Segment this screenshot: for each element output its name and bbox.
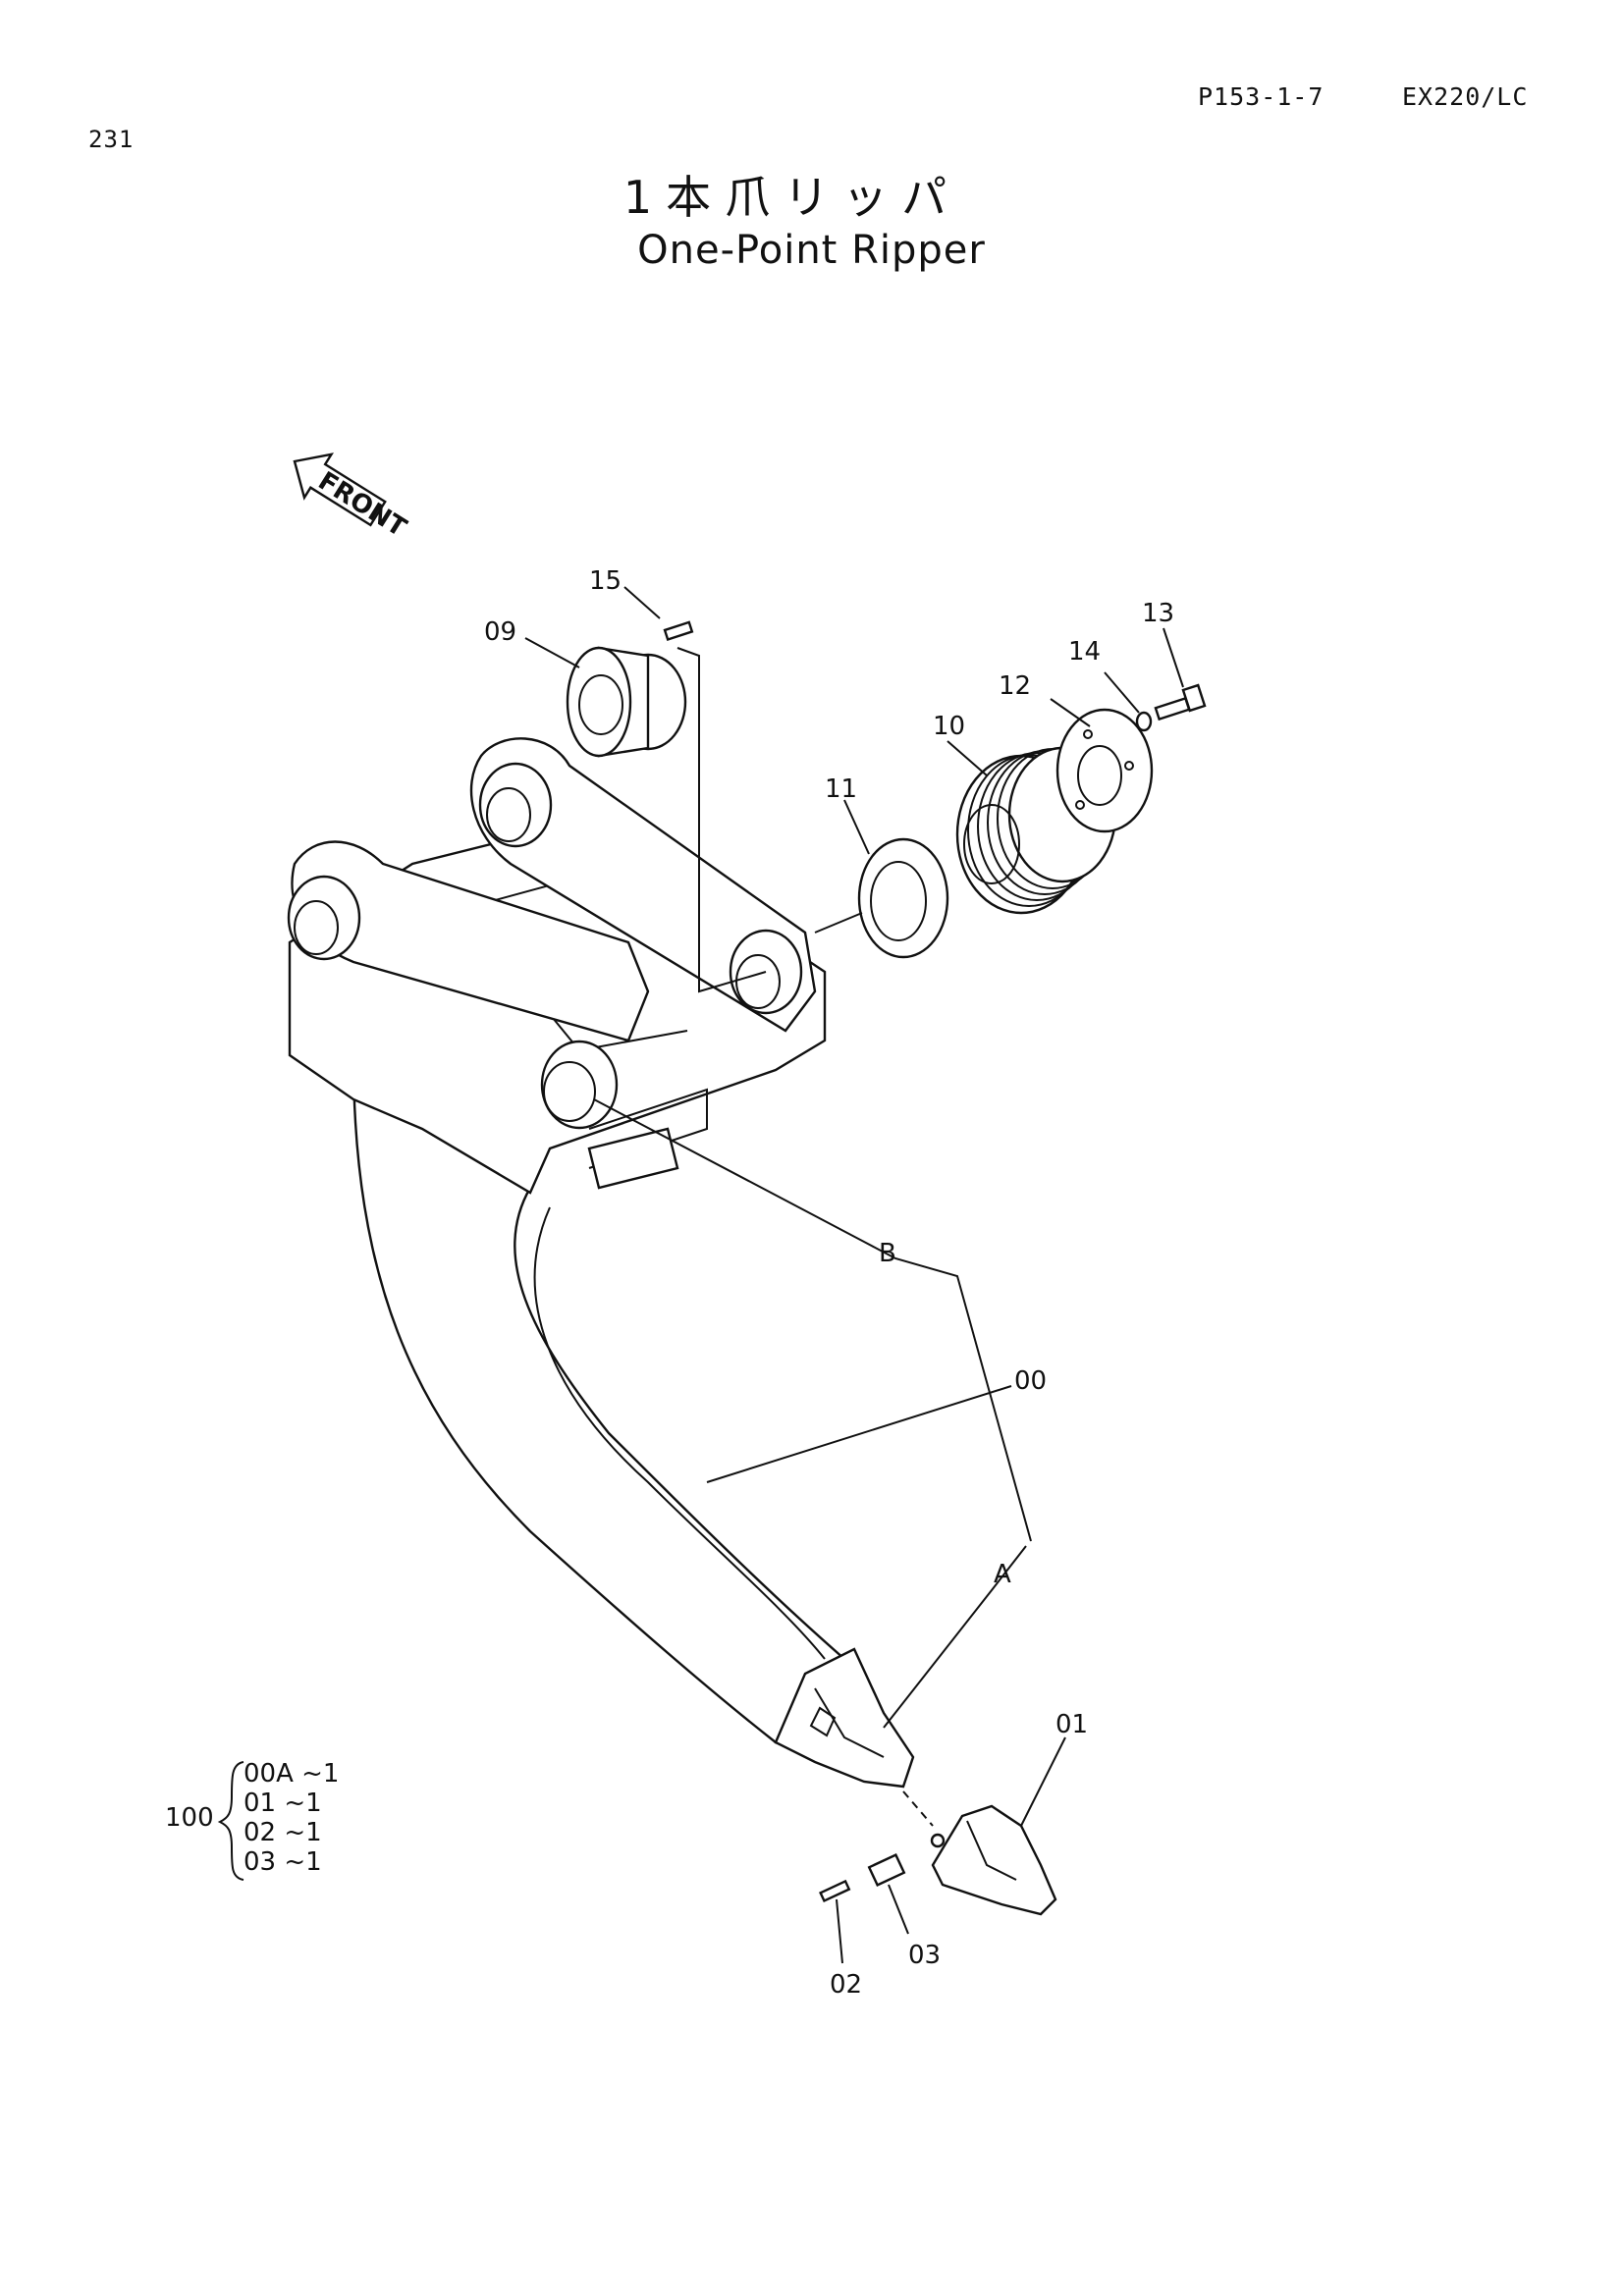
callout-11: 11 <box>825 774 857 804</box>
callout-15: 15 <box>589 566 622 596</box>
pin-part-02 <box>819 1879 851 1903</box>
kit-item-2: 01 ~1 <box>243 1789 322 1818</box>
ripper-bracket <box>287 737 827 1195</box>
lock-part-03 <box>867 1853 906 1887</box>
bushing-part-09 <box>566 646 687 758</box>
title-japanese: 1本爪リッパ <box>622 171 961 224</box>
callout-01: 01 <box>1055 1710 1088 1739</box>
callout-10: 10 <box>933 712 965 741</box>
bolt-part-13 <box>1154 683 1207 721</box>
leader-lines <box>524 586 1184 1964</box>
plate-part-12 <box>1055 708 1154 833</box>
callout-14: 14 <box>1068 637 1101 667</box>
kit-item-3: 02 ~1 <box>243 1818 322 1847</box>
tooth-part-01 <box>930 1804 1057 1916</box>
kit-list: 100 00A ~1 01 ~1 02 ~1 03 ~1 <box>165 1759 339 1881</box>
callout-12: 12 <box>999 671 1031 701</box>
callout-labels: 15 09 13 14 12 10 11 B 00 A 01 02 03 <box>484 566 1174 2000</box>
callout-02: 02 <box>830 1970 862 2000</box>
kit-item-4: 03 ~1 <box>243 1847 322 1877</box>
model-name: EX220/LC <box>1402 82 1529 111</box>
title-english: One-Point Ripper <box>637 228 986 273</box>
figure-reference: P153-1-7 <box>1198 82 1325 111</box>
washer-part-14 <box>1135 711 1153 732</box>
ripper-shank <box>352 1052 915 1789</box>
callout-b: B <box>879 1239 896 1268</box>
kit-item-1: 00A ~1 <box>243 1759 339 1789</box>
kit-number: 100 <box>165 1803 214 1833</box>
callout-09: 09 <box>484 617 516 647</box>
callout-00: 00 <box>1014 1366 1047 1396</box>
callout-03: 03 <box>908 1941 941 1970</box>
front-label: FRONT <box>313 466 411 543</box>
callout-13: 13 <box>1142 599 1174 628</box>
pin-part-15 <box>663 620 694 641</box>
front-arrow-icon: FRONT <box>293 453 411 543</box>
seal-part-11 <box>857 837 949 959</box>
callout-a: A <box>994 1560 1011 1589</box>
page-number: 231 <box>88 126 135 153</box>
